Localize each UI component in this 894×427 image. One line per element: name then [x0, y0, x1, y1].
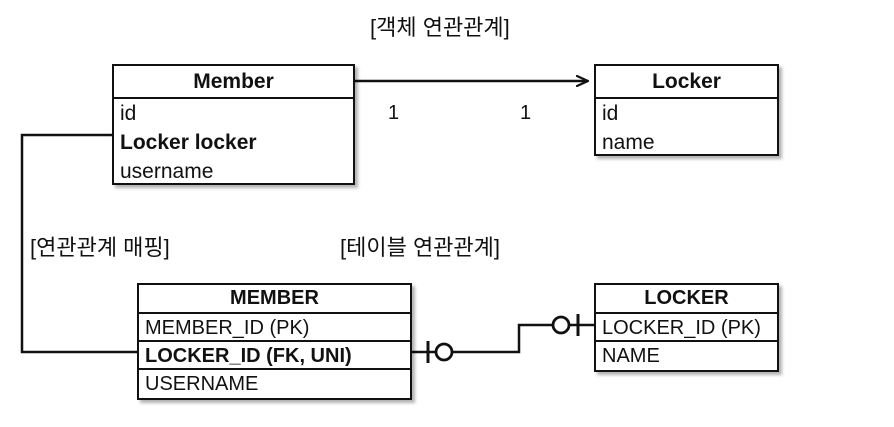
table-member-column-member-id: MEMBER_ID (PK) — [139, 314, 410, 342]
table-member[interactable]: MEMBER MEMBER_ID (PK) LOCKER_ID (FK, UNI… — [137, 283, 412, 400]
entity-member-field-locker: Locker locker — [120, 131, 257, 154]
table-locker-column-name: NAME — [602, 345, 660, 367]
table-locker-column-locker-id: LOCKER_ID (PK) — [596, 314, 777, 342]
entity-member-title: Member — [114, 66, 353, 99]
entity-locker-field-name: name — [602, 131, 655, 154]
entity-member[interactable]: Member id Locker locker username — [112, 64, 355, 185]
entity-member-field-username: username — [120, 160, 214, 183]
table-member-column-locker-id: LOCKER_ID (FK, UNI) — [139, 342, 410, 370]
table-member-column-username: USERNAME — [145, 373, 259, 395]
table-relationship-connector — [412, 314, 594, 363]
object-section-title: [객체 연관관계] — [370, 15, 510, 40]
entity-locker[interactable]: Locker id name — [594, 64, 779, 156]
table-locker-title: LOCKER — [596, 285, 777, 314]
entity-locker-field-id: id — [602, 102, 619, 125]
entity-locker-title: Locker — [596, 66, 777, 99]
entity-member-field-id: id — [120, 102, 137, 125]
table-locker[interactable]: LOCKER LOCKER_ID (PK) NAME — [594, 283, 779, 372]
target-multiplicity: 1 — [520, 102, 532, 124]
table-section-title: [테이블 연관관계] — [340, 235, 501, 260]
table-member-title: MEMBER — [139, 285, 410, 314]
mapping-label: [연관관계 매핑] — [30, 235, 170, 260]
source-multiplicity: 1 — [388, 102, 400, 124]
